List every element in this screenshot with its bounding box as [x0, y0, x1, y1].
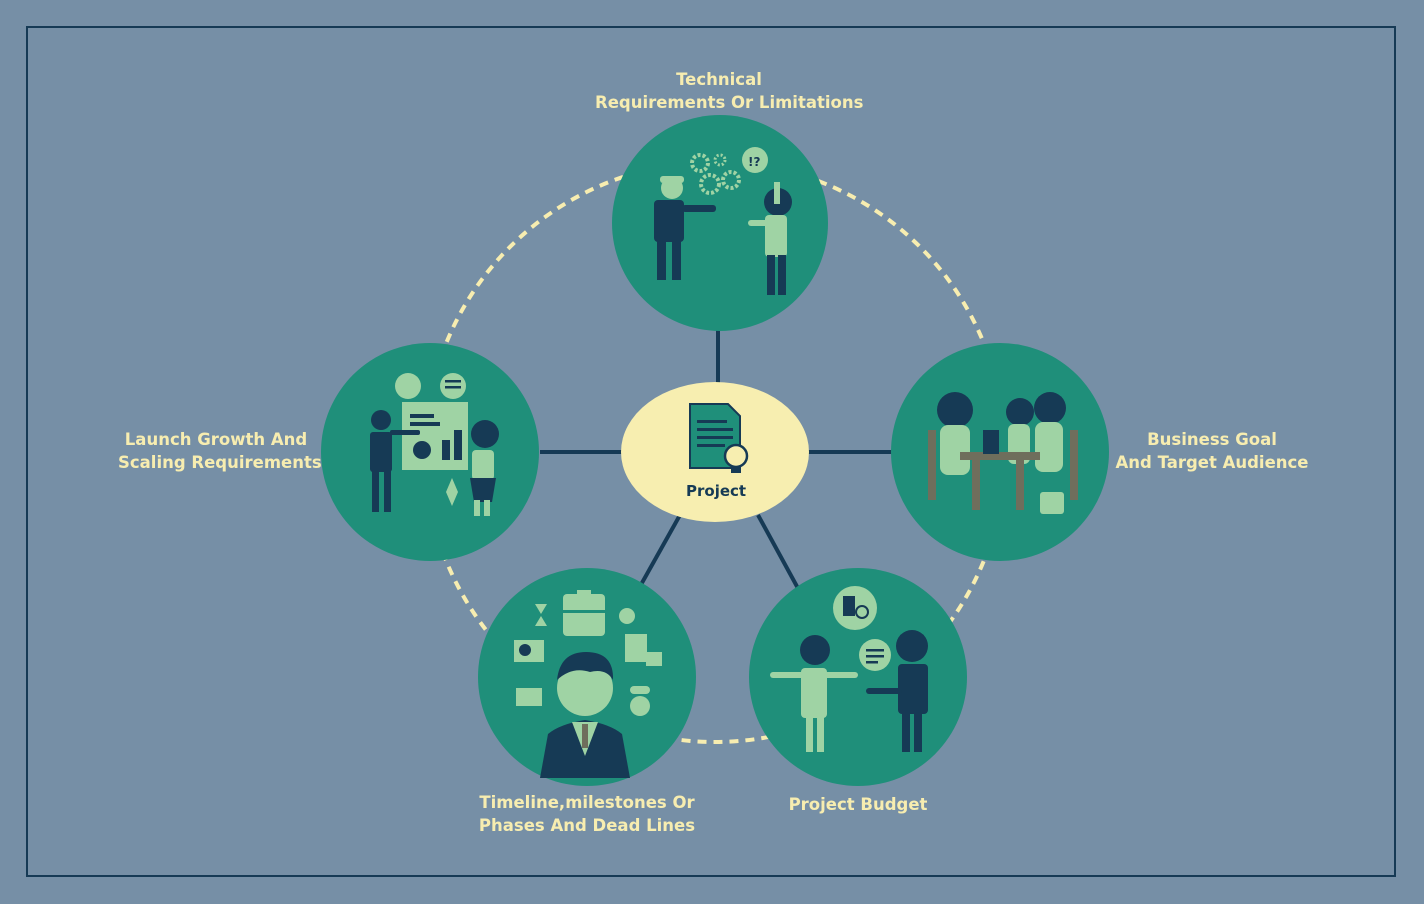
label-technical: Technical Requirements Or Limitations [595, 70, 864, 112]
connectors [540, 325, 892, 593]
node-technical: !? [612, 115, 828, 331]
node-timeline [478, 568, 696, 786]
center-title: Project [686, 482, 747, 500]
label-launch: Launch Growth And Scaling Requirements [118, 430, 322, 472]
connector-timeline [636, 514, 682, 591]
frame-border [26, 26, 1396, 877]
center-node [621, 382, 809, 522]
document-lightbulb-icon [689, 403, 749, 473]
team-meeting-icon [928, 392, 1078, 514]
growth-presentation-icon [370, 373, 499, 516]
connector-budget [756, 514, 802, 593]
svg-text:!?: !? [748, 155, 760, 169]
label-timeline: Timeline,milestones Or Phases And Dead L… [478, 793, 696, 835]
planner-with-schedule-icons [514, 590, 662, 778]
engineer-and-client-discussion-icon: !? [654, 147, 792, 295]
label-budget: Project Budget [788, 795, 928, 814]
node-business [891, 343, 1109, 561]
node-launch [321, 343, 539, 561]
node-budget [749, 568, 967, 786]
label-business: Business Goal And Target Audience [1115, 430, 1309, 472]
budget-discussion-icon [770, 586, 928, 752]
